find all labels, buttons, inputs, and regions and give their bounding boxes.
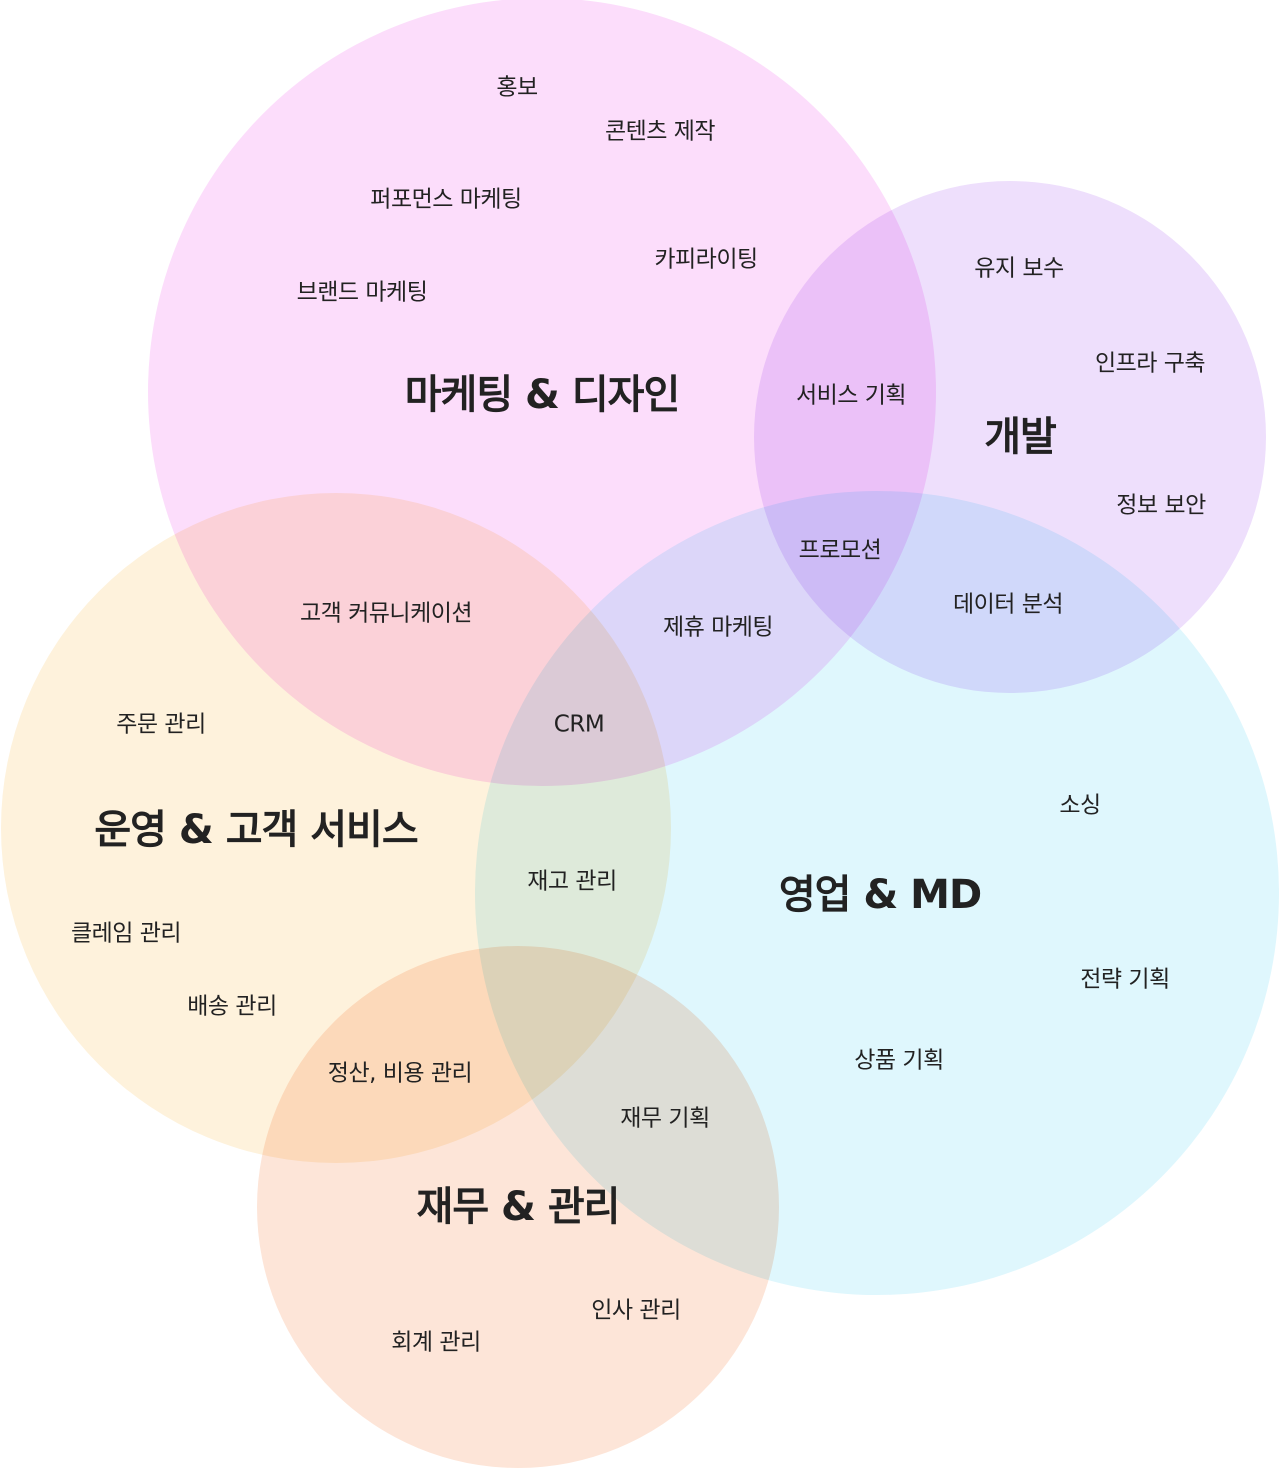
group-title-ops: 운영 & 고객 서비스 (94, 807, 418, 853)
item-label: 홍보 (496, 74, 538, 101)
item-label: 주문 관리 (116, 711, 206, 738)
item-label: 소싱 (1059, 792, 1101, 819)
item-label: 서비스 기획 (795, 382, 907, 409)
item-label: 인사 관리 (591, 1297, 681, 1324)
item-label: 정산, 비용 관리 (327, 1060, 473, 1087)
item-label: 정보 보안 (1116, 492, 1206, 519)
item-label: CRM (553, 711, 605, 738)
item-label: 클레임 관리 (70, 920, 182, 947)
item-label: 프로모션 (798, 537, 882, 564)
item-label: 브랜드 마케팅 (296, 279, 428, 306)
item-label: 유지 보수 (974, 255, 1064, 282)
group-title-marketing: 마케팅 & 디자인 (404, 372, 681, 418)
circle-finance (257, 946, 779, 1468)
group-title-dev: 개발 (984, 414, 1057, 460)
item-label: 퍼포먼스 마케팅 (370, 186, 522, 213)
item-label: 고객 커뮤니케이션 (299, 600, 473, 627)
item-label: 인프라 구축 (1094, 350, 1206, 377)
item-label: 재고 관리 (527, 868, 617, 895)
item-label: 카피라이팅 (654, 246, 758, 273)
group-title-finance: 재무 & 관리 (416, 1184, 621, 1230)
item-label: 제휴 마케팅 (662, 614, 774, 641)
group-title-sales: 영업 & MD (778, 872, 982, 918)
item-label: 회계 관리 (391, 1329, 481, 1356)
item-label: 전략 기획 (1080, 966, 1170, 993)
item-label: 데이터 분석 (952, 591, 1064, 618)
item-label: 콘텐츠 제작 (604, 118, 716, 145)
item-label: 상품 기획 (854, 1047, 944, 1074)
item-label: 재무 기획 (620, 1105, 710, 1132)
item-label: 배송 관리 (187, 993, 277, 1020)
